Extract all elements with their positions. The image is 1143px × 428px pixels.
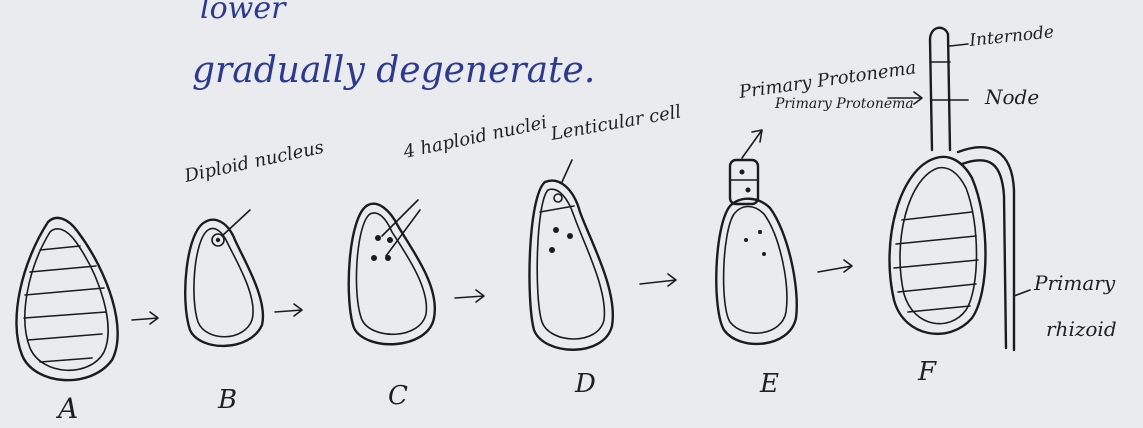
- node-label: Node: [984, 85, 1039, 109]
- heading-line-2: gradually degenerate.: [192, 50, 595, 91]
- rhizoid-label-line2: rhizoid: [1046, 317, 1117, 341]
- internode-label: Internode: [967, 22, 1054, 51]
- stage-c-label: 4 haploid nuclei: [401, 112, 549, 163]
- stage-d-cell: [529, 160, 612, 350]
- arrow-d-to-e: [640, 274, 676, 286]
- stage-e-letter: E: [759, 369, 779, 399]
- stage-d-label: Lenticular cell: [548, 101, 683, 145]
- stage-b-letter: B: [217, 385, 237, 415]
- arrow-e-to-f: [818, 260, 852, 272]
- heading-line-1: lower: [200, 0, 287, 26]
- stage-a-spore: [16, 218, 117, 380]
- arrow-b-to-c: [275, 304, 302, 316]
- stage-f-letter: F: [917, 357, 937, 387]
- stage-c-cell: [349, 200, 435, 344]
- protonema-pointer-label: Primary Protonema: [774, 96, 914, 112]
- stage-c-letter: C: [388, 381, 408, 411]
- arrow-c-to-d: [455, 290, 484, 302]
- stage-d-letter: D: [574, 369, 596, 399]
- arrow-a-to-b: [132, 312, 158, 324]
- stage-b-cell: [185, 210, 263, 346]
- rhizoid-label-line1: Primary: [1033, 271, 1116, 295]
- stage-b-label: Diploid nucleus: [182, 137, 326, 187]
- stage-e-cell: [716, 130, 796, 344]
- stage-a-letter: A: [55, 392, 78, 425]
